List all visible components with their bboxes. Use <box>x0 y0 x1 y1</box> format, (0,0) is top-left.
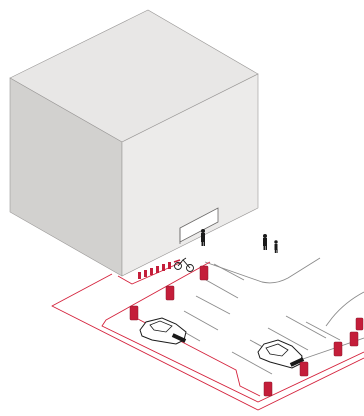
bay-line <box>267 327 309 351</box>
pedestrians <box>201 229 278 253</box>
car-shadow <box>171 333 187 343</box>
bay-line <box>195 295 231 315</box>
bay-line <box>305 321 341 341</box>
building-right-face <box>121 73 259 277</box>
ev-charger-icon <box>129 305 139 321</box>
bay-line <box>183 310 219 331</box>
curb-middle <box>101 261 364 403</box>
red-curb-outline <box>51 261 364 411</box>
bollard-icon <box>162 264 165 271</box>
bollard-icon <box>156 266 159 273</box>
car-window <box>265 343 289 357</box>
bay-line <box>231 351 273 375</box>
bollard-icon <box>144 270 147 277</box>
curb-island <box>135 317 261 397</box>
bollards <box>138 262 171 279</box>
ev-charger-icon <box>263 381 273 397</box>
car-right <box>257 339 305 369</box>
building <box>9 9 259 277</box>
bollard-icon <box>150 268 153 275</box>
bicycle-icon <box>173 257 194 272</box>
parking-stripes <box>171 263 341 375</box>
road-curve <box>325 291 364 327</box>
bay-line <box>285 315 327 339</box>
ev-charger-icon <box>349 331 359 347</box>
bollard-icon <box>168 262 171 269</box>
ev-charger-icon <box>165 285 175 301</box>
person-icon <box>263 234 267 250</box>
bay-line <box>213 263 245 281</box>
ev-charger-icon <box>299 361 309 377</box>
ev-charger-icon <box>199 265 209 281</box>
person-icon <box>274 240 278 253</box>
curb-outer <box>51 273 364 411</box>
bay-line <box>205 279 239 299</box>
car-left <box>139 317 187 345</box>
curb-inner <box>117 261 183 285</box>
sidewalk-edge <box>204 257 321 284</box>
bollard-icon <box>138 272 141 279</box>
ev-charger-icon <box>333 341 343 357</box>
car-window <box>149 320 173 333</box>
car-shadow <box>289 357 305 367</box>
ev-charger-icon <box>355 317 364 331</box>
ev-chargers <box>129 265 364 397</box>
person-icon <box>201 229 205 246</box>
